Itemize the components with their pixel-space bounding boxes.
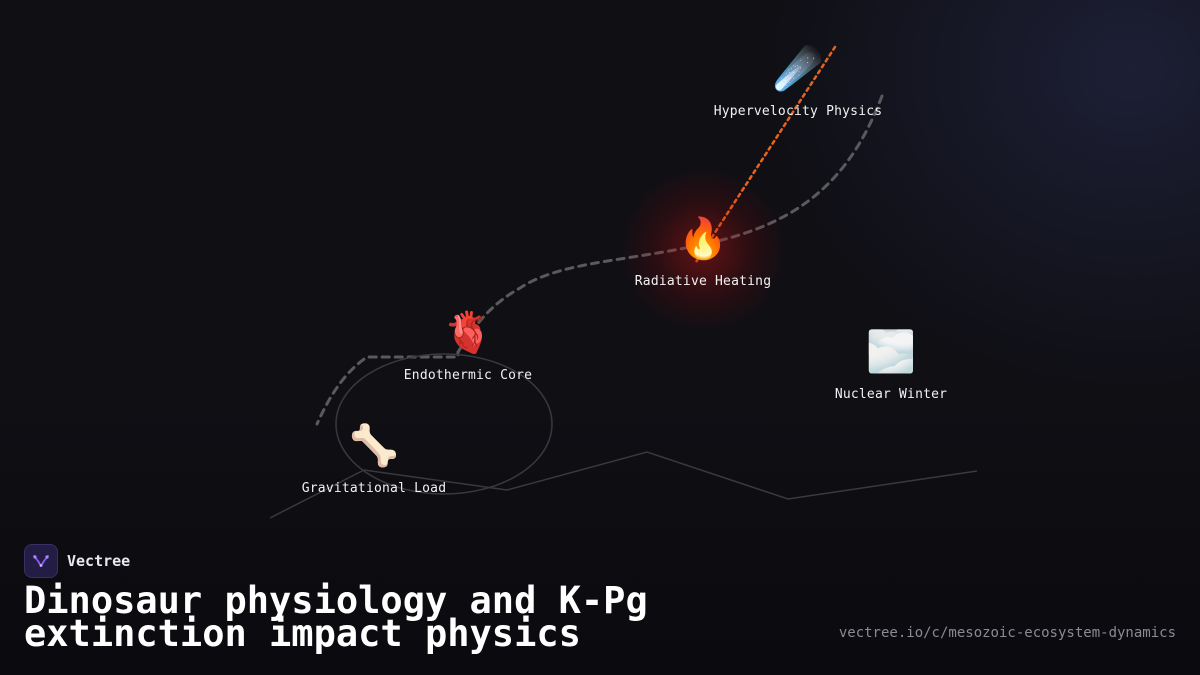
node-label: Hypervelocity Physics <box>713 104 883 119</box>
node-radiative-heating[interactable]: 🔥 Radiative Heating <box>593 214 813 289</box>
node-label: Nuclear Winter <box>834 387 948 402</box>
bone-icon: 🦴 <box>349 423 399 469</box>
heart-icon: 🫀 <box>443 310 493 356</box>
node-label: Endothermic Core <box>403 368 533 383</box>
node-hypervelocity-physics[interactable]: ☄️ Hypervelocity Physics <box>688 44 908 119</box>
brand-name: Vectree <box>67 552 131 570</box>
outline-polyline <box>269 451 978 519</box>
source-url[interactable]: vectree.io/c/mesozoic-ecosystem-dynamics <box>838 625 1176 641</box>
comet-icon: ☄️ <box>773 46 823 92</box>
fire-icon: 🔥 <box>678 216 728 262</box>
node-endothermic-core[interactable]: 🫀 Endothermic Core <box>358 308 578 383</box>
impact-trail <box>694 45 837 264</box>
dashed-connection-path <box>315 94 884 426</box>
outline-ellipse <box>335 353 553 495</box>
node-nuclear-winter[interactable]: 🌫️ Nuclear Winter <box>781 327 1001 402</box>
page-title: Dinosaur physiology and K-Pg extinction … <box>24 579 648 655</box>
brand[interactable]: Vectree <box>24 544 130 578</box>
node-label: Radiative Heating <box>634 274 772 289</box>
node-gravitational-load[interactable]: 🦴 Gravitational Load <box>264 421 484 496</box>
heat-glow <box>613 170 793 330</box>
node-label: Gravitational Load <box>301 481 447 496</box>
fog-icon: 🌫️ <box>866 329 916 375</box>
vectree-logo-icon <box>24 544 58 578</box>
